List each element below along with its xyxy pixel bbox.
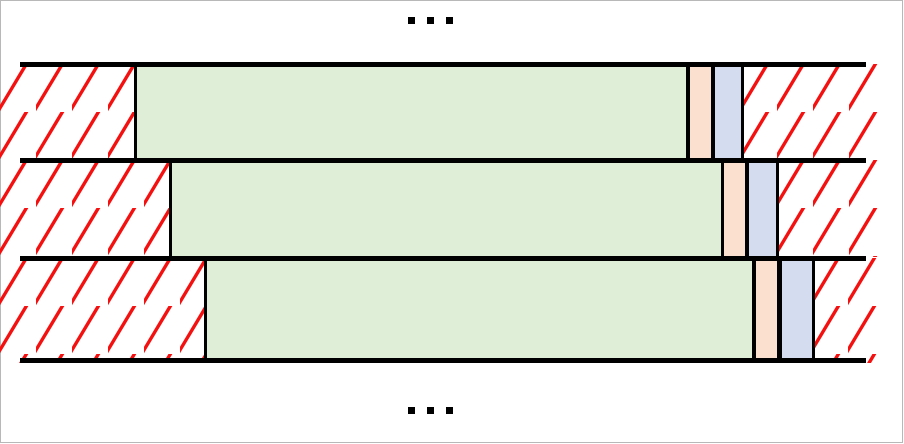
segment-peach-row-1[interactable] (687, 64, 714, 159)
segment-peach-row-3[interactable] (753, 258, 780, 363)
ellipsis-dot (446, 407, 453, 414)
row-divider-2-top (20, 158, 866, 163)
ellipsis-dot (408, 17, 415, 24)
hatch-right-row-3 (812, 258, 880, 363)
row-divider-3-top (20, 256, 866, 261)
hatch-right-row-1 (741, 64, 880, 159)
ellipsis-dot (427, 407, 434, 414)
segment-blue-row-1[interactable] (712, 64, 744, 159)
ellipsis-dot (408, 407, 415, 414)
hatch-left-row-2 (0, 160, 173, 257)
ellipsis-top (408, 17, 453, 24)
segment-green-row-3[interactable] (204, 258, 755, 363)
hatch-left-row-1 (0, 64, 138, 159)
row-divider-1-top (20, 62, 866, 67)
segment-blue-row-3[interactable] (779, 258, 815, 363)
hatch-right-row-2 (777, 160, 880, 257)
ellipsis-dot (427, 17, 434, 24)
row-baseline (20, 358, 866, 363)
hatch-left-row-3 (0, 258, 208, 363)
ellipsis-bottom (408, 407, 453, 414)
ellipsis-dot (446, 17, 453, 24)
segment-green-row-1[interactable] (134, 64, 689, 159)
segment-blue-row-2[interactable] (746, 160, 779, 257)
